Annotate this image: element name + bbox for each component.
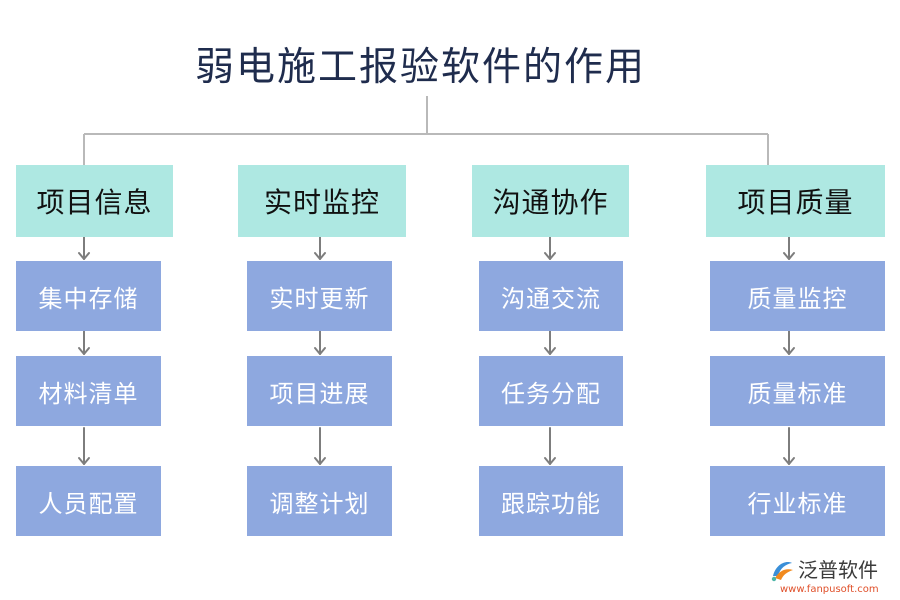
column-header-1: 项目信息 bbox=[16, 165, 173, 237]
item-2-1: 实时更新 bbox=[247, 261, 392, 331]
logo-mark-icon bbox=[771, 562, 793, 582]
item-1-1: 集中存储 bbox=[16, 261, 161, 331]
item-1-3: 人员配置 bbox=[16, 466, 161, 536]
item-3-3: 跟踪功能 bbox=[479, 466, 623, 536]
logo-name: 泛普软件 bbox=[798, 558, 878, 582]
item-4-3: 行业标准 bbox=[710, 466, 885, 536]
logo-url: www.fanpusoft.com bbox=[780, 584, 879, 595]
item-4-1: 质量监控 bbox=[710, 261, 885, 331]
item-3-1: 沟通交流 bbox=[479, 261, 623, 331]
item-2-3: 调整计划 bbox=[247, 466, 392, 536]
column-header-3: 沟通协作 bbox=[472, 165, 629, 237]
item-3-2: 任务分配 bbox=[479, 356, 623, 426]
item-1-2: 材料清单 bbox=[16, 356, 161, 426]
item-2-2: 项目进展 bbox=[247, 356, 392, 426]
diagram-title: 弱电施工报验软件的作用 bbox=[195, 45, 647, 90]
brand-logo: 泛普软件 www.fanpusoft.com bbox=[768, 556, 893, 596]
column-header-4: 项目质量 bbox=[706, 165, 885, 237]
column-header-2: 实时监控 bbox=[238, 165, 406, 237]
item-4-2: 质量标准 bbox=[710, 356, 885, 426]
